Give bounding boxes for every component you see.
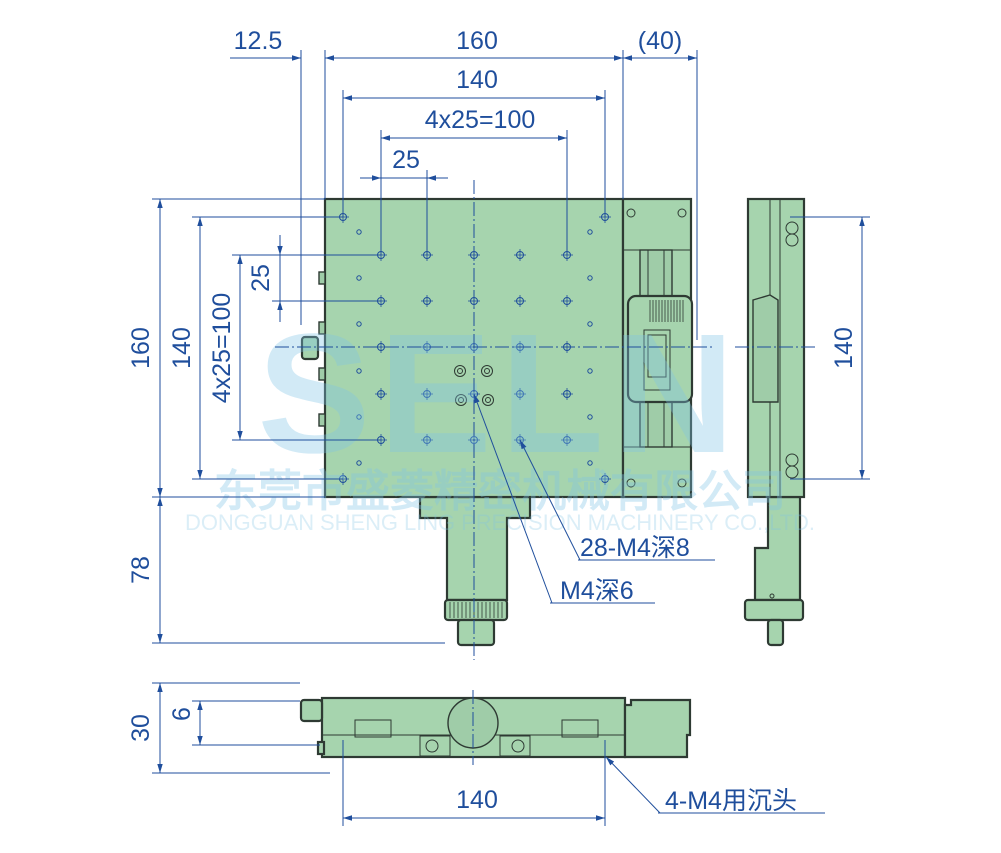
mount-hole — [514, 388, 526, 400]
small-hole — [587, 414, 593, 420]
side-tab — [318, 321, 326, 335]
front-view — [299, 696, 692, 759]
mount-hole — [561, 388, 573, 400]
dim-25-top: 25 — [392, 146, 420, 174]
dim-140-top: 140 — [456, 66, 498, 94]
mount-hole — [375, 388, 387, 400]
small-hole — [587, 321, 593, 327]
frame-screw — [626, 208, 636, 218]
small-hole — [356, 321, 362, 327]
front-knob — [299, 698, 324, 723]
mount-hole — [421, 434, 433, 446]
dim-78: 78 — [127, 556, 155, 584]
side-tab — [318, 367, 326, 381]
dim-140-side: 140 — [830, 327, 858, 369]
callout-28-m4: 28-M4深8 — [580, 534, 690, 562]
frame-screw — [677, 478, 687, 488]
dim-6: 6 — [168, 707, 196, 721]
side-tab — [318, 413, 326, 427]
callout-m4-center: M4深6 — [560, 577, 634, 605]
dim-140-bottom: 140 — [456, 786, 498, 814]
small-hole — [356, 275, 362, 281]
mount-hole — [561, 295, 573, 307]
dim-40: (40) — [638, 27, 682, 55]
small-hole — [587, 229, 593, 235]
mount-hole — [561, 434, 573, 446]
small-hole — [356, 368, 362, 374]
watermark: SELN 东莞市盛菱精密机械有限公司 DONGGUAN SHENG LING P… — [185, 299, 815, 535]
knurl-readout — [649, 300, 684, 322]
adjust-knob — [300, 335, 320, 361]
watermark-company-cn: 东莞市盛菱精密机械有限公司 — [214, 467, 786, 516]
side-spindle — [766, 618, 785, 647]
side-readout — [752, 294, 779, 403]
side-view — [743, 197, 806, 647]
dim-140-left: 140 — [168, 327, 196, 369]
mount-hole — [514, 249, 526, 261]
mount-hole — [514, 295, 526, 307]
dim-30: 30 — [127, 714, 155, 742]
dim-160-left: 160 — [127, 327, 155, 369]
small-hole — [356, 460, 362, 466]
small-hole — [587, 368, 593, 374]
small-hole — [356, 414, 362, 420]
small-hole — [587, 460, 593, 466]
countersunk-hole — [454, 365, 466, 377]
mount-hole — [421, 388, 433, 400]
dim-160-top: 160 — [456, 27, 498, 55]
watermark-logo: SELN — [257, 299, 742, 489]
dim-4x25-left: 4x25=100 — [208, 293, 236, 404]
watermark-company-en: DONGGUAN SHENG LING PRECISION MACHINERY … — [185, 510, 815, 535]
dim-12-5: 12.5 — [234, 27, 283, 55]
frame-screw — [626, 478, 636, 488]
small-hole — [587, 275, 593, 281]
mount-hole — [421, 295, 433, 307]
dim-25-left: 25 — [247, 264, 275, 292]
center-lines — [275, 180, 815, 765]
countersunk-hole — [455, 394, 467, 406]
micrometer-spindle — [456, 618, 496, 647]
countersunk-hole — [481, 365, 493, 377]
front-micrometer — [623, 698, 692, 759]
small-hole — [356, 229, 362, 235]
frame-screw — [677, 208, 687, 218]
callout-4-m4: 4-M4用沉头 — [665, 787, 797, 815]
dim-4x25-top: 4x25=100 — [425, 106, 536, 134]
corner-hole — [599, 473, 611, 485]
side-thimble — [743, 598, 805, 622]
dimension-lines — [152, 50, 870, 826]
dimension-labels: 12.5 160 (40) 140 4x25=100 25 160 140 4x… — [127, 27, 858, 815]
countersunk-hole — [482, 394, 494, 406]
side-tab — [318, 271, 326, 285]
